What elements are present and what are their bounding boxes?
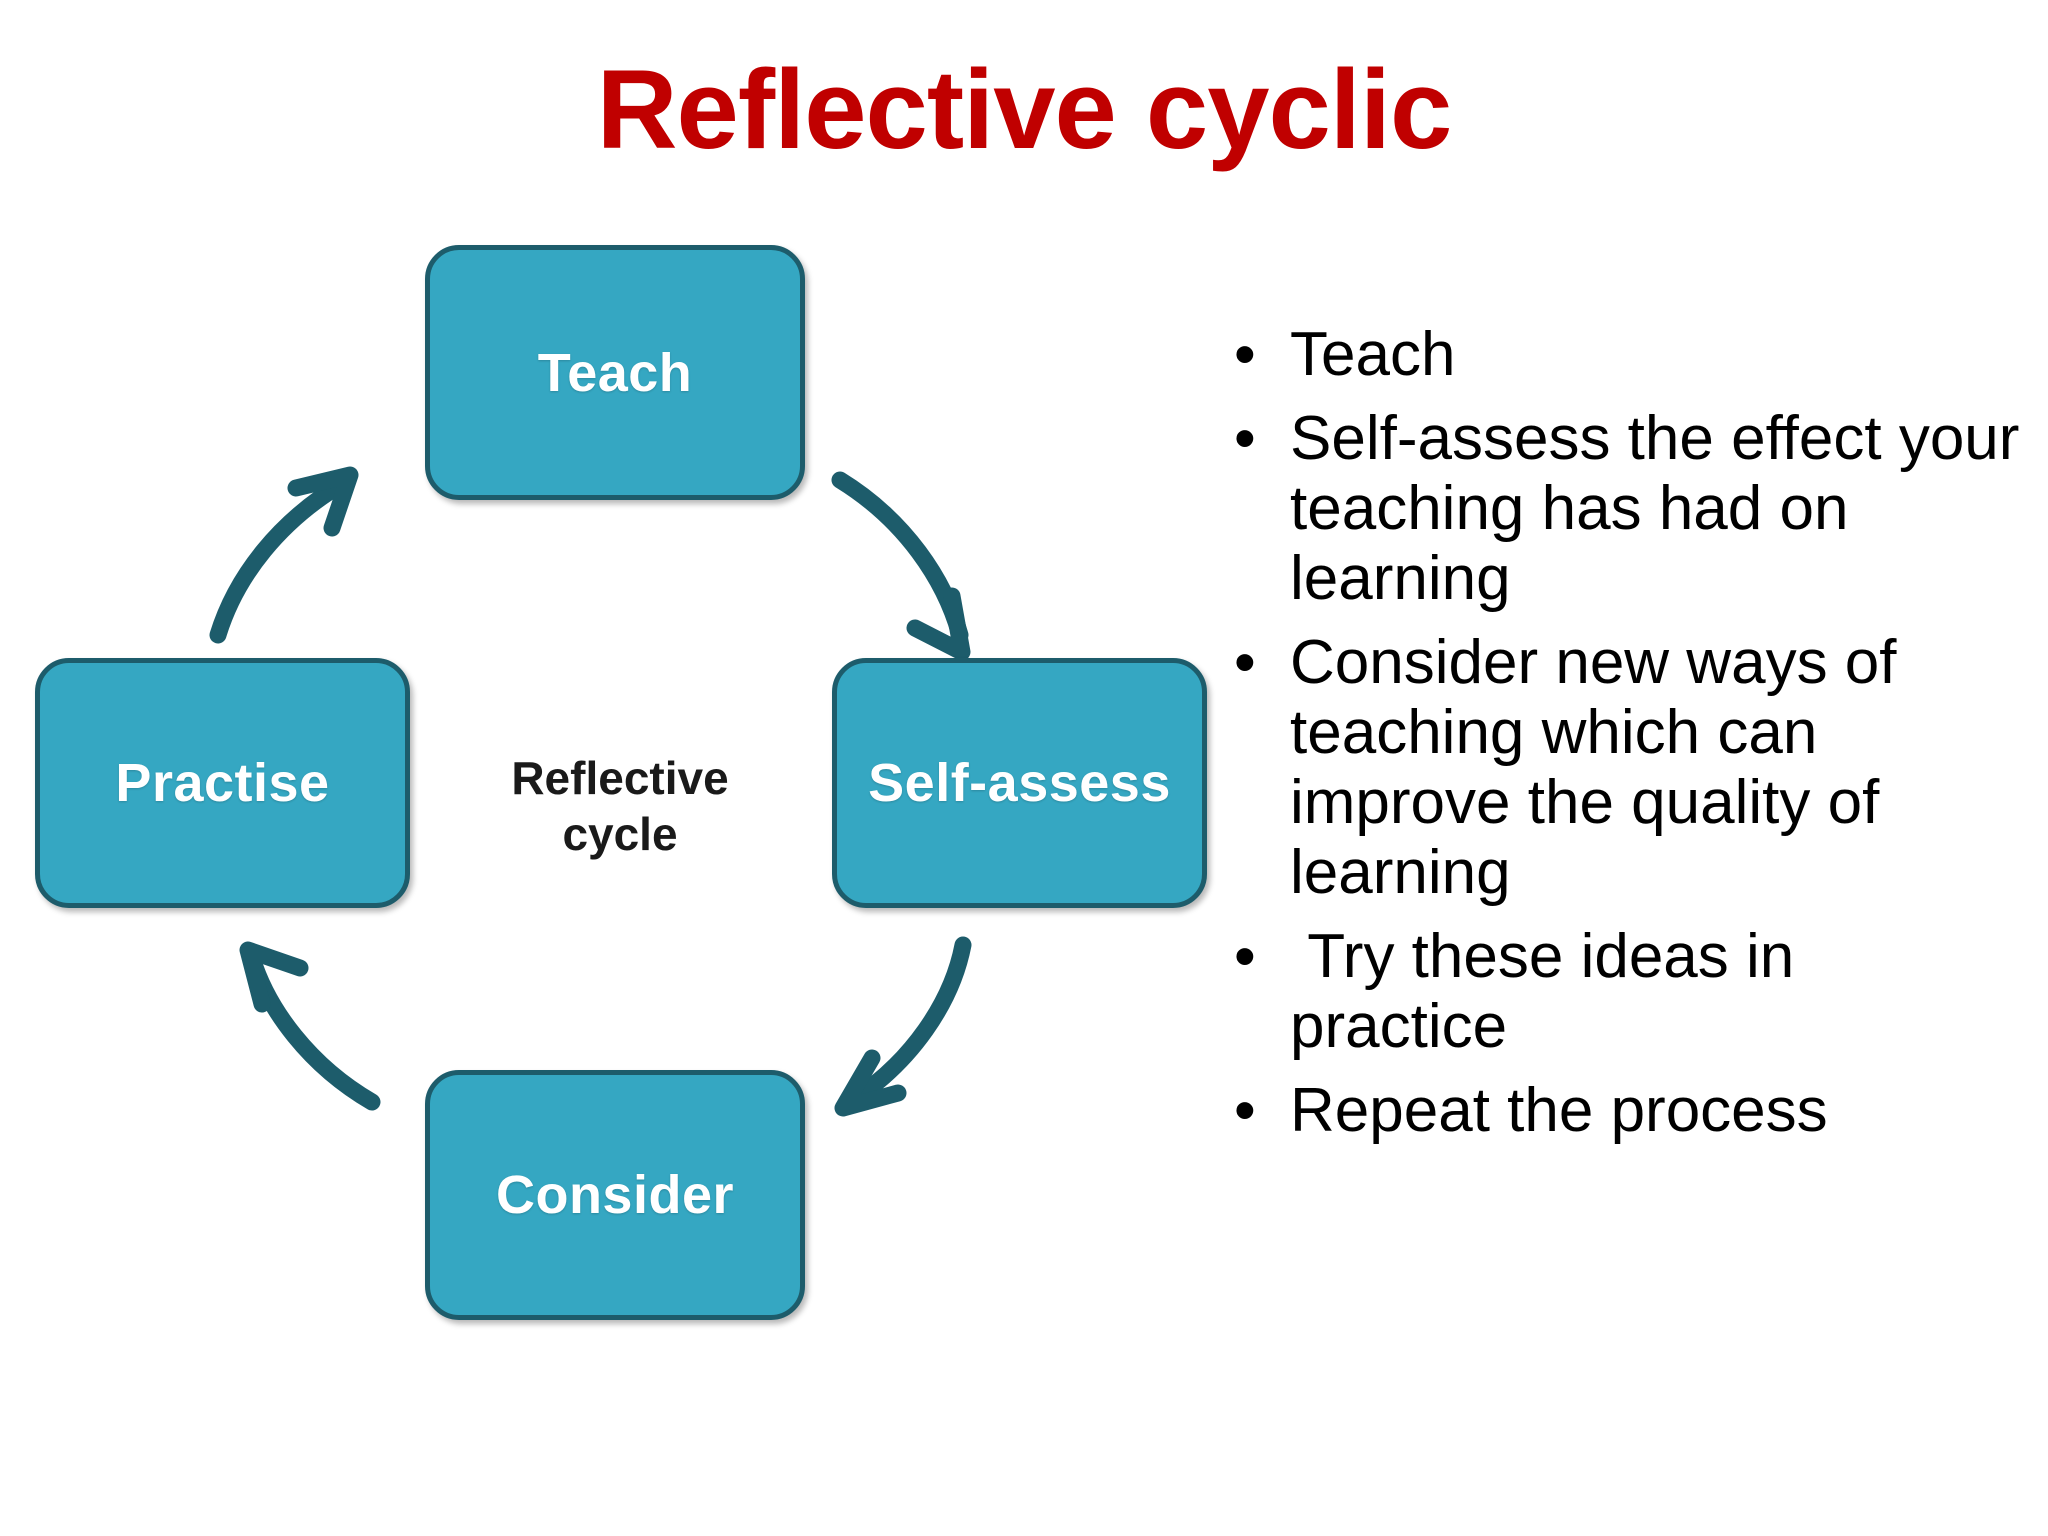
bullet-text: Repeat the process	[1290, 1076, 1828, 1146]
bullet-text: Self-assess the effect your teaching has…	[1290, 404, 2037, 614]
bullet-marker-icon: •	[1234, 628, 1256, 698]
list-item: • Repeat the process	[1218, 1076, 2028, 1146]
bullet-text: Teach	[1290, 320, 1456, 389]
bullet-marker-icon: •	[1234, 320, 1256, 389]
list-item: • Try these ideas in practice	[1218, 922, 2028, 1062]
bullet-text: Consider new ways of teaching which can …	[1290, 628, 1914, 908]
arrow-consider-to-practise	[239, 941, 381, 1111]
bullet-marker-icon: •	[1234, 1076, 1256, 1146]
cycle-node-practise[interactable]: Practise	[35, 658, 410, 908]
list-item: • Self-assess the effect your teaching h…	[1218, 404, 2028, 614]
cycle-node-consider[interactable]: Consider	[425, 1070, 805, 1320]
cycle-center-label-line2: cycle	[562, 808, 678, 861]
page-title: Reflective cyclic	[596, 47, 1453, 172]
reflective-cycle-diagram: Teach Self-assess Consider Practise Refl…	[0, 190, 1207, 1440]
cycle-arrows-layer	[209, 466, 972, 1117]
list-item: • Consider new ways of teaching which ca…	[1218, 628, 2028, 908]
arrow-self-assess-to-consider	[834, 936, 972, 1117]
cycle-center-label: Reflective cycle	[440, 750, 800, 862]
bullet-list: • Teach • Self-assess the effect your te…	[1218, 320, 2028, 1161]
bullet-text: Try these ideas in practice	[1290, 922, 1812, 1062]
bullet-marker-icon: •	[1234, 404, 1256, 474]
cycle-center-label-line1: Reflective	[511, 752, 729, 804]
arrow-teach-to-self-assess	[831, 471, 971, 661]
arrow-practise-to-teach	[209, 466, 359, 644]
cycle-node-self-assess[interactable]: Self-assess	[832, 658, 1207, 908]
bullet-marker-icon: •	[1234, 922, 1256, 992]
cycle-node-teach[interactable]: Teach	[425, 245, 805, 500]
list-item: • Teach	[1218, 320, 2028, 390]
